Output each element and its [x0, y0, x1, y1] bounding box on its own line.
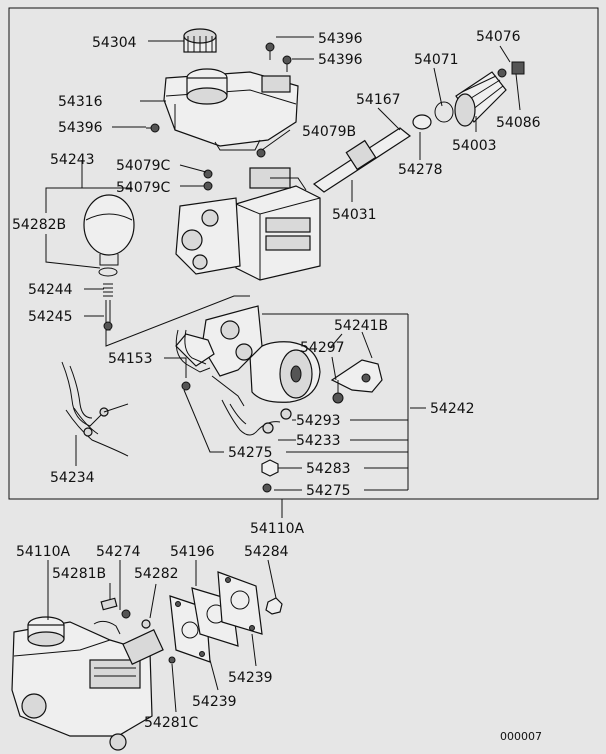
label-54239-b: 54239	[192, 694, 237, 710]
label-54079B: 54079B	[302, 124, 356, 140]
pump-motor-drawing	[175, 305, 321, 407]
label-54281B: 54281B	[52, 566, 106, 582]
hydraulic-unit-drawing	[175, 167, 321, 281]
label-54396-a: 54396	[318, 31, 363, 47]
diagram-code: 000007	[500, 730, 542, 743]
label-54396-c: 54396	[58, 120, 103, 136]
pushrod-boot-drawing	[312, 61, 525, 193]
label-54396-b: 54396	[318, 52, 363, 68]
hose-clamp-drawing	[221, 399, 292, 493]
label-54297: 54297	[300, 340, 345, 356]
label-54293: 54293	[296, 413, 341, 429]
label-54153: 54153	[108, 351, 153, 367]
label-54278: 54278	[398, 162, 443, 178]
label-54234: 54234	[50, 470, 95, 486]
label-54282: 54282	[134, 566, 179, 582]
label-54241B: 54241B	[334, 318, 388, 334]
label-54110A: 54110A	[16, 544, 71, 560]
label-54304: 54304	[92, 35, 137, 51]
hose-tube-drawing	[61, 329, 211, 457]
assembly-frame	[8, 7, 599, 500]
part-labels: 54304 54396 54396 54076 54316 54071 5416…	[12, 29, 542, 743]
label-54239-a: 54239	[228, 670, 273, 686]
label-54167: 54167	[356, 92, 401, 108]
reservoir-cap-drawing	[183, 28, 217, 53]
bracket-54241B-drawing	[330, 359, 383, 404]
label-54283: 54283	[306, 461, 351, 477]
label-54196: 54196	[170, 544, 215, 560]
label-54079C-b: 54079C	[116, 180, 171, 196]
module-54110A-drawing	[11, 616, 164, 751]
reservoir-tank-drawing	[163, 68, 299, 151]
label-54076: 54076	[476, 29, 521, 45]
label-54275-b: 54275	[306, 483, 351, 499]
label-54242: 54242	[430, 401, 475, 417]
label-54110A-box: 54110A	[250, 521, 305, 537]
label-54071: 54071	[414, 52, 459, 68]
label-54316: 54316	[58, 94, 103, 110]
gaskets-drawing	[100, 571, 283, 664]
leader-lines	[45, 36, 521, 713]
label-54079C-a: 54079C	[116, 158, 171, 174]
label-54274: 54274	[96, 544, 141, 560]
label-54031: 54031	[332, 207, 377, 223]
label-54275-a: 54275	[228, 445, 273, 461]
label-54086: 54086	[496, 115, 541, 131]
label-54244: 54244	[28, 282, 73, 298]
label-54284: 54284	[244, 544, 289, 560]
label-54245: 54245	[28, 309, 73, 325]
accumulator-drawing	[83, 194, 135, 331]
label-54003: 54003	[452, 138, 497, 154]
label-54281C: 54281C	[144, 715, 199, 731]
label-54243: 54243	[50, 152, 95, 168]
label-54282B: 54282B	[12, 217, 66, 233]
label-54233: 54233	[296, 433, 341, 449]
